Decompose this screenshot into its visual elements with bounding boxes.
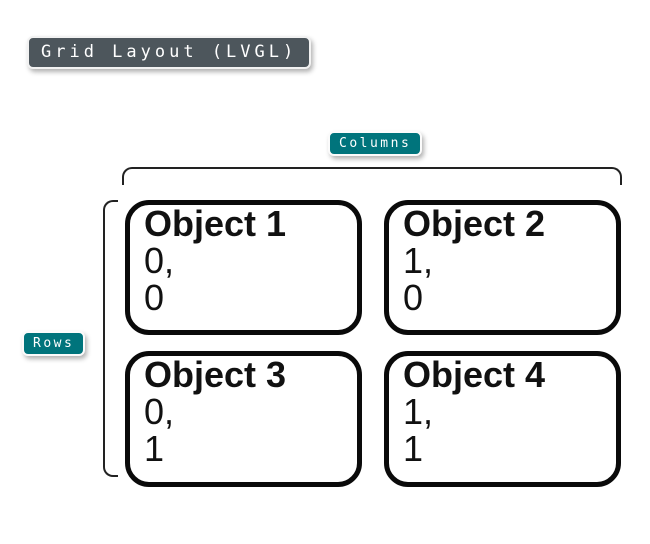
columns-bracket (122, 167, 622, 185)
cell-coord-column: 1, (403, 391, 434, 432)
cell-coord-column: 0, (144, 240, 175, 281)
rows-bracket (103, 200, 118, 477)
cell-coord-row: 1 (144, 428, 165, 469)
cell-title: Object 4 (403, 354, 546, 395)
grid-cell-object-4: Object 4 1, 1 (384, 351, 621, 487)
diagram-title-badge: Grid Layout (LVGL) (27, 36, 312, 69)
grid-cell-object-2: Object 2 1, 0 (384, 200, 621, 335)
cell-coord-row: 0 (144, 277, 165, 318)
rows-label-badge: Rows (22, 331, 86, 356)
cell-coord-row: 0 (403, 277, 424, 318)
cell-coord-row: 1 (403, 428, 424, 469)
cell-coord-column: 0, (144, 391, 175, 432)
cell-title: Object 2 (403, 203, 546, 244)
cell-title: Object 1 (144, 203, 287, 244)
cell-coord-column: 1, (403, 240, 434, 281)
cell-title: Object 3 (144, 354, 287, 395)
columns-label-badge: Columns (328, 131, 423, 156)
grid-cell-object-1: Object 1 0, 0 (125, 200, 362, 335)
grid-cell-object-3: Object 3 0, 1 (125, 351, 362, 487)
